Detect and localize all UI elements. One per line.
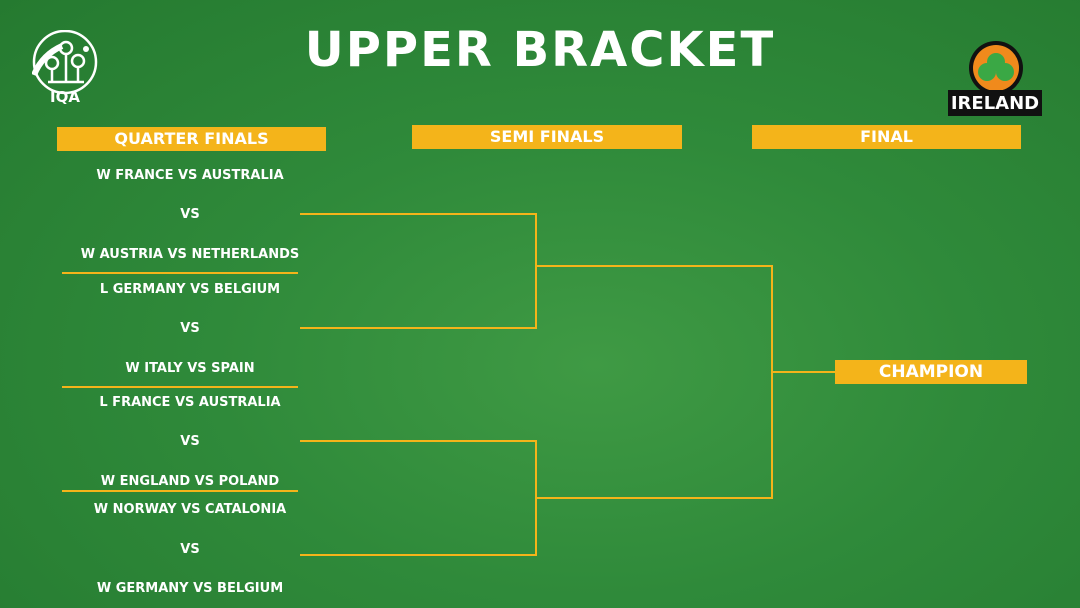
bracket-line bbox=[535, 497, 773, 499]
iqa-logo: IQA bbox=[31, 29, 102, 109]
match-label: W GERMANY VS BELGIUM bbox=[96, 581, 284, 596]
champion-box: CHAMPION bbox=[835, 360, 1027, 384]
match-label: L FRANCE VS AUSTRALIA bbox=[99, 395, 281, 410]
bracket-line bbox=[300, 327, 537, 329]
vs-label: VS bbox=[180, 434, 200, 449]
separator-line bbox=[62, 386, 298, 388]
bracket-line bbox=[300, 213, 537, 215]
ireland-logo: IRELAND bbox=[946, 40, 1044, 124]
bracket-line bbox=[535, 213, 537, 329]
separator-line bbox=[62, 490, 298, 492]
quarter-finals-header: QUARTER FINALS bbox=[57, 127, 326, 151]
match-label: W FRANCE VS AUSTRALIA bbox=[96, 168, 284, 183]
match-label: W ENGLAND VS POLAND bbox=[100, 474, 280, 489]
match-label: W ITALY VS SPAIN bbox=[125, 361, 255, 376]
bracket-line bbox=[771, 265, 773, 499]
page-title: UPPER BRACKET bbox=[304, 22, 776, 78]
bracket-line bbox=[535, 265, 773, 267]
match-label: L GERMANY VS BELGIUM bbox=[99, 282, 281, 297]
match-label: W AUSTRIA VS NETHERLANDS bbox=[80, 247, 300, 262]
bracket-line bbox=[300, 554, 537, 556]
vs-label: VS bbox=[180, 542, 200, 557]
final-header: FINAL bbox=[752, 125, 1021, 149]
semi-finals-header: SEMI FINALS bbox=[412, 125, 682, 149]
vs-label: VS bbox=[180, 321, 200, 336]
svg-text:IRELAND: IRELAND bbox=[951, 93, 1039, 114]
vs-label: VS bbox=[180, 207, 200, 222]
bracket-line bbox=[300, 440, 537, 442]
bracket-line bbox=[771, 371, 835, 373]
match-label: W NORWAY VS CATALONIA bbox=[93, 502, 287, 517]
separator-line bbox=[62, 272, 298, 274]
svg-text:IQA: IQA bbox=[50, 88, 80, 105]
